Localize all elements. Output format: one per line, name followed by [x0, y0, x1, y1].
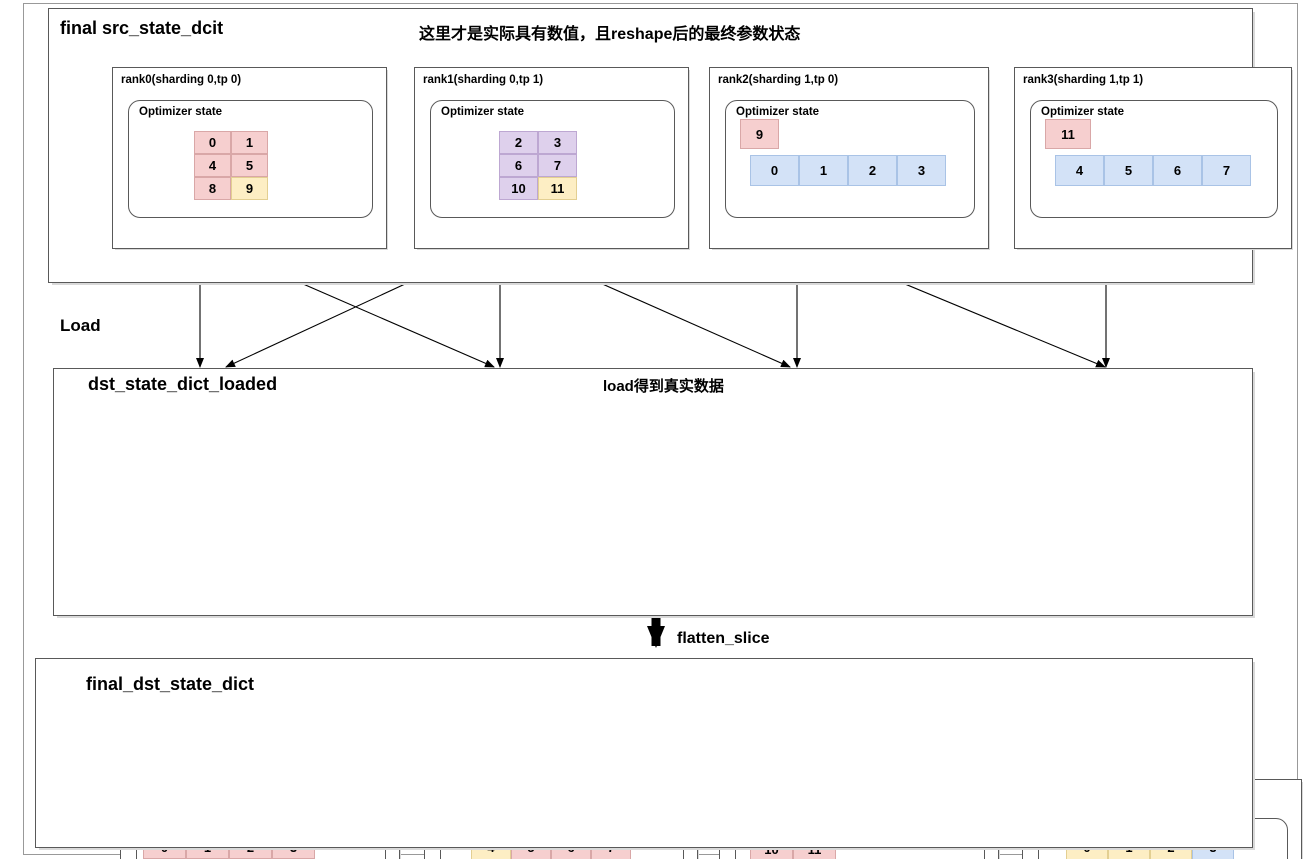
- value-cell: 0: [194, 131, 231, 154]
- value-cell: 11: [1045, 119, 1091, 149]
- value-cell: 1: [799, 155, 848, 186]
- value-cell: 11: [538, 177, 577, 200]
- value-cell: 9: [740, 119, 779, 149]
- annotation-note-0: 这里才是实际具有数值，且reshape后的最终参数状态: [419, 26, 801, 43]
- value-cell: 1: [231, 131, 268, 154]
- value-cell: 4: [1055, 155, 1104, 186]
- annotation-note-1: load得到真实数据: [603, 378, 724, 395]
- section-final: rank0(sharding 0)Optimizer state01234ran…: [35, 658, 1253, 848]
- value-cell: 8: [194, 177, 231, 200]
- value-grid: 11: [1045, 119, 1091, 149]
- value-cell: 10: [499, 177, 538, 200]
- section-title-loaded: dst_state_dict_loaded: [88, 374, 278, 394]
- optimizer-state-label: Optimizer state: [1041, 106, 1125, 118]
- optimizer-state-label: Optimizer state: [441, 106, 525, 118]
- value-cell: 3: [538, 131, 577, 154]
- load-label: Load: [60, 316, 101, 335]
- value-cell: 3: [897, 155, 946, 186]
- value-cell: 7: [1202, 155, 1251, 186]
- rank-label: rank1(sharding 0,tp 1): [423, 74, 544, 86]
- value-cell: 5: [1104, 155, 1153, 186]
- section-title-src: final src_state_dcit: [60, 18, 224, 38]
- value-cell: 6: [499, 154, 538, 177]
- value-cell: 0: [750, 155, 799, 186]
- rank-label: rank0(sharding 0,tp 0): [121, 74, 242, 86]
- value-cell: 5: [231, 154, 268, 177]
- value-cell: 2: [848, 155, 897, 186]
- value-cell: 7: [538, 154, 577, 177]
- value-cell: 6: [1153, 155, 1202, 186]
- section-title-final: final_dst_state_dict: [86, 674, 255, 694]
- rank-label: rank3(sharding 1,tp 1): [1023, 74, 1144, 86]
- value-cell: 2: [499, 131, 538, 154]
- flatten-slice-label: flatten_slice: [677, 630, 770, 647]
- rank-label: rank2(sharding 1,tp 0): [718, 74, 839, 86]
- section-loaded: rank0(sharding 0)Optimizer state01234567…: [53, 368, 1302, 859]
- optimizer-state-label: Optimizer state: [139, 106, 223, 118]
- optimizer-state-label: Optimizer state: [736, 106, 820, 118]
- value-cell: 9: [231, 177, 268, 200]
- value-grid: 9: [740, 119, 779, 149]
- value-cell: 4: [194, 154, 231, 177]
